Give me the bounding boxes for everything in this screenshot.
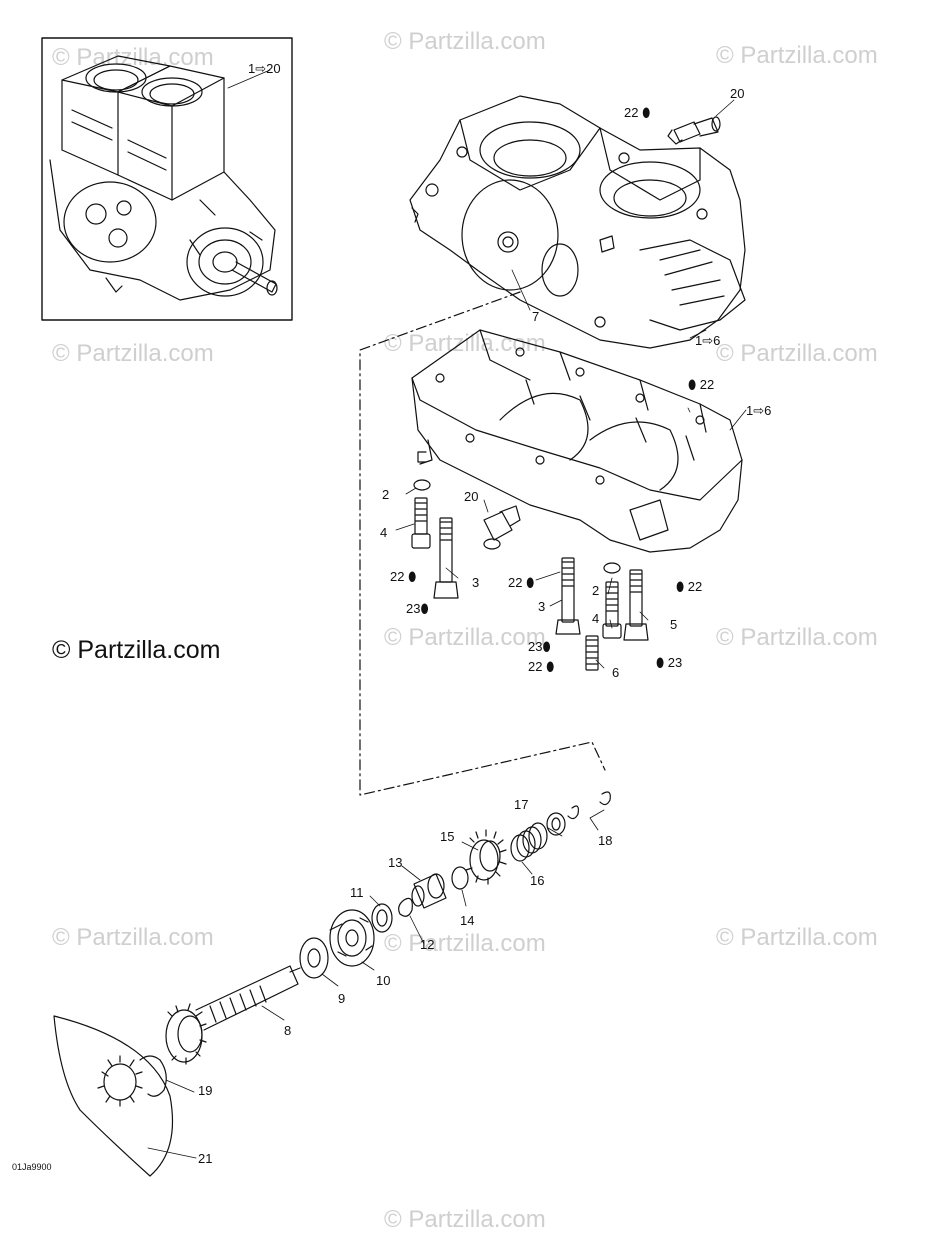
screw-4-left <box>411 497 431 549</box>
sealant-drop-icon: ⬮ <box>688 377 700 392</box>
upper-crankcase <box>409 95 746 349</box>
callout-22-left: 22 ⬮ <box>390 569 417 584</box>
watermark: © Partzilla.com <box>716 924 878 951</box>
callout-2-left: 2 <box>382 487 390 502</box>
watermark: © Partzilla.com <box>384 330 546 357</box>
elbow-fitting-top <box>667 116 721 145</box>
washer-14 <box>451 866 469 890</box>
callout-23-left: 23⬮ <box>406 601 429 616</box>
circlip-12 <box>398 897 413 917</box>
callout-7: 7 <box>532 309 540 324</box>
watermark: © Partzilla.com <box>52 924 214 951</box>
callout-5: 5 <box>670 617 678 632</box>
watermark: © Partzilla.com <box>52 340 214 367</box>
callout-4-right: 4 <box>592 611 600 626</box>
callout-22-right: ⬮ 22 <box>676 579 703 594</box>
sealant-drop-icon: ⬮ <box>522 575 535 590</box>
callout-3-left: 3 <box>472 575 480 590</box>
washer-2-right <box>603 562 621 574</box>
leader-lines <box>147 69 747 1159</box>
sealant-drop-icon: ⬮ <box>656 655 668 670</box>
watermark: © Partzilla.com <box>716 340 878 367</box>
sealant-drop-icon: ⬮ <box>638 105 651 120</box>
shaft-8 <box>165 965 301 1065</box>
callout-14: 14 <box>460 913 475 928</box>
callout-11: 11 <box>350 885 364 900</box>
callout-1-6-upper: 1⇨6 <box>695 333 721 348</box>
callout-21: 21 <box>198 1151 213 1166</box>
callout-23-center: 23⬮ <box>528 639 551 654</box>
callout-19: 19 <box>198 1083 213 1098</box>
gear-15 <box>465 829 507 885</box>
sleeve-13 <box>411 873 447 909</box>
circlip-18 <box>599 791 611 806</box>
sealant-drop-icon: ⬮ <box>676 579 688 594</box>
watermark: © Partzilla.com <box>384 930 546 957</box>
callout-22-lower: 22 ⬮ <box>528 659 555 674</box>
callout-2-right: 2 <box>592 583 600 598</box>
engine-inset <box>41 37 293 321</box>
stud-6 <box>585 635 599 671</box>
callout-15: 15 <box>440 829 455 844</box>
callout-18: 18 <box>598 833 613 848</box>
sealant-drop-icon: ⬮ <box>542 639 551 654</box>
watermark: © Partzilla.com <box>384 1206 546 1233</box>
callout-12: 12 <box>420 937 435 952</box>
sealant-drop-icon: ⬮ <box>420 601 429 616</box>
watermark: © Partzilla.com <box>716 624 878 651</box>
sealant-drop-icon: ⬮ <box>404 569 417 584</box>
circlip-18b <box>567 805 579 820</box>
watermark: © Partzilla.com <box>716 42 878 69</box>
watermark: © Partzilla.com <box>384 624 546 651</box>
callout-23-right: ⬮ 23 <box>656 655 683 670</box>
cover-21 <box>53 1015 174 1177</box>
assembly-line <box>359 291 606 796</box>
callout-4-left: 4 <box>380 525 388 540</box>
washer-9 <box>299 937 329 979</box>
bearing-10 <box>329 909 375 967</box>
bolt-5 <box>623 569 649 641</box>
circlip-19 <box>139 1055 167 1097</box>
spring-16 <box>510 822 548 862</box>
stud-3-center <box>555 557 581 635</box>
sealant-drop-icon: ⬮ <box>542 659 555 674</box>
washer-17 <box>546 812 566 836</box>
diagram-code: 01Ja9900 <box>12 1162 52 1172</box>
screw-4-right <box>602 581 622 639</box>
callout-3-center: 3 <box>538 599 546 614</box>
callout-6: 6 <box>612 665 620 680</box>
callout-22-center: 22 ⬮ <box>508 575 535 590</box>
washer-11 <box>371 903 393 933</box>
lower-crankcase <box>411 329 743 553</box>
callout-inset-ref: 1⇨20 <box>248 61 281 76</box>
watermark-main: © Partzilla.com <box>52 636 221 664</box>
callout-17: 17 <box>514 797 529 812</box>
callout-22-mid: ⬮ 22 <box>688 377 715 392</box>
callout-20-top: 20 <box>730 86 745 101</box>
callout-20-mid: 20 <box>464 489 479 504</box>
callout-10: 10 <box>376 973 391 988</box>
callout-13: 13 <box>388 855 403 870</box>
callout-9: 9 <box>338 991 346 1006</box>
callout-8: 8 <box>284 1023 292 1038</box>
elbow-fitting-mid <box>483 505 521 550</box>
bolt-3-left <box>433 517 459 599</box>
callout-1-6-lower: 1⇨6 <box>746 403 772 418</box>
parts-diagram <box>41 37 747 1177</box>
callout-22-top: 22 ⬮ <box>624 105 651 120</box>
watermark: © Partzilla.com <box>384 28 546 55</box>
callout-16: 16 <box>530 873 545 888</box>
washer-2-left <box>413 479 431 491</box>
